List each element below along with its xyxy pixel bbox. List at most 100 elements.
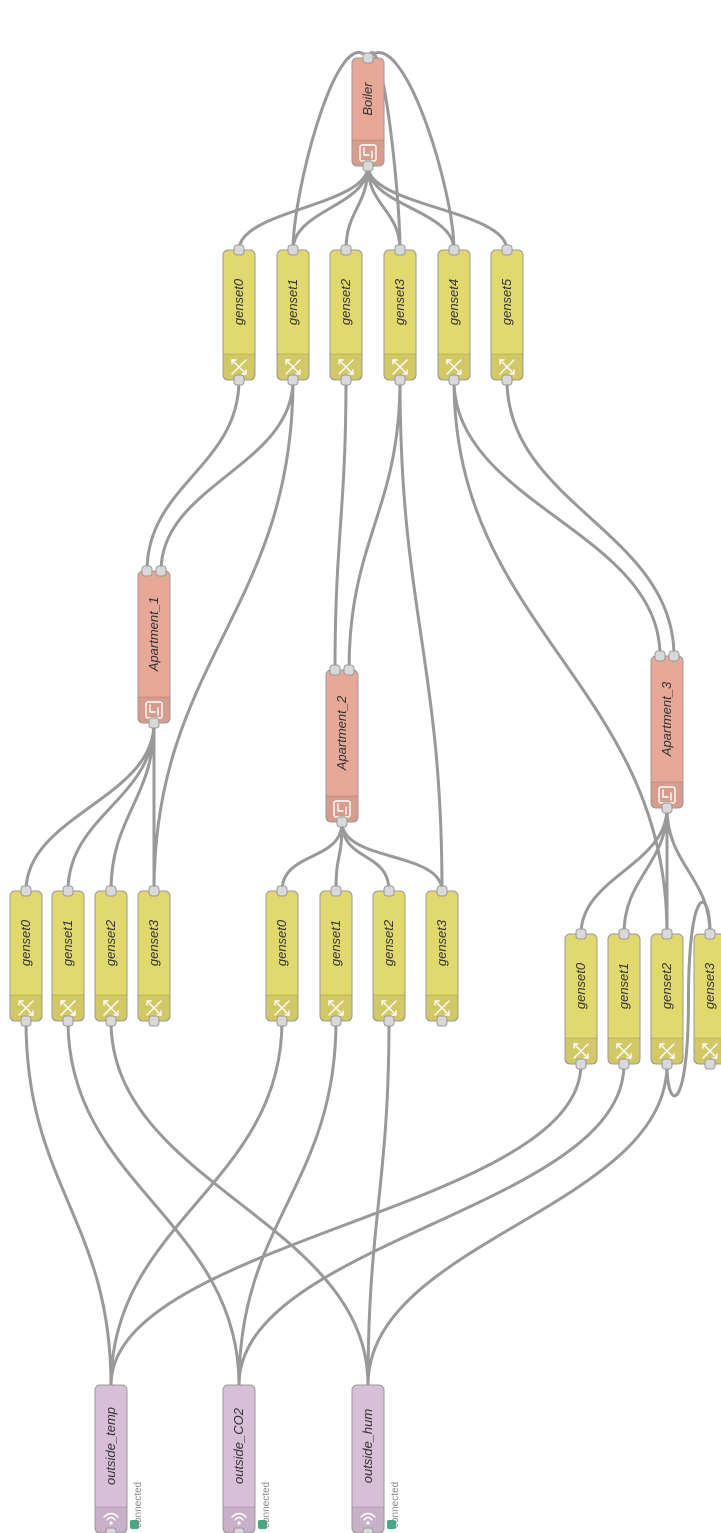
input-port[interactable] — [105, 885, 117, 897]
node-apt1[interactable]: Apartment_1 — [137, 565, 171, 729]
output-port[interactable] — [383, 1015, 395, 1027]
wire-apt1-a1_g1[interactable] — [66, 721, 156, 893]
output-port[interactable] — [448, 374, 460, 386]
wire-boiler-top_g2[interactable] — [344, 164, 370, 252]
input-port[interactable] — [362, 52, 374, 64]
input-port[interactable] — [501, 244, 513, 256]
input-port[interactable] — [329, 664, 341, 676]
output-port[interactable] — [501, 374, 513, 386]
output-port[interactable] — [340, 374, 352, 386]
wire-apt2-a2_g3[interactable] — [340, 820, 444, 893]
wire-a1_g0-out_temp[interactable] — [24, 1019, 113, 1387]
output-port[interactable] — [62, 1015, 74, 1027]
input-port[interactable] — [661, 928, 673, 940]
wire-top_g4-a3_g2[interactable] — [452, 378, 669, 936]
wire-a2_g2-out_hum[interactable] — [366, 1019, 391, 1387]
output-port[interactable] — [436, 1015, 448, 1027]
node-a3_g0[interactable]: genset0 — [564, 928, 598, 1070]
input-port[interactable] — [394, 244, 406, 256]
node-a2_g1[interactable]: genset1 — [319, 885, 353, 1027]
node-a2_g3[interactable]: genset3 — [425, 885, 459, 1027]
node-a3_g1[interactable]: genset1 — [607, 928, 641, 1070]
output-port[interactable] — [661, 802, 673, 814]
wire-a1_g2-out_hum[interactable] — [109, 1019, 370, 1387]
wire-apt2-a2_g2[interactable] — [340, 820, 391, 893]
node-boiler[interactable]: Boiler — [351, 52, 385, 172]
wire-boiler-top_g5[interactable] — [366, 164, 509, 252]
input-port[interactable] — [343, 664, 355, 676]
input-port[interactable] — [141, 565, 153, 577]
node-a1_g2[interactable]: genset2 — [94, 885, 128, 1027]
node-a1_g1[interactable]: genset1 — [51, 885, 85, 1027]
input-port[interactable] — [20, 885, 32, 897]
node-top_g5[interactable]: genset5 — [490, 244, 524, 386]
output-port[interactable] — [148, 717, 160, 729]
node-apt2[interactable]: Apartment_2 — [325, 664, 359, 828]
output-port[interactable] — [704, 1058, 716, 1070]
wire-a3_g1-out_co2[interactable] — [237, 1062, 626, 1387]
output-port[interactable] — [330, 1015, 342, 1027]
input-port[interactable] — [330, 885, 342, 897]
wire-a1_g1-out_co2[interactable] — [66, 1019, 241, 1387]
node-a2_g2[interactable]: genset2 — [372, 885, 406, 1027]
output-port[interactable] — [362, 160, 374, 172]
node-a3_g2[interactable]: genset2 — [650, 928, 684, 1070]
node-top_g2[interactable]: genset2 — [329, 244, 363, 386]
output-port[interactable] — [105, 1015, 117, 1027]
wire-top_g1-apt1[interactable] — [159, 378, 295, 573]
input-node-body[interactable] — [351, 1384, 385, 1533]
wire-top_g4-apt3[interactable] — [452, 378, 662, 658]
wire-boiler-top_g1[interactable] — [291, 164, 370, 252]
wire-apt1-a1_g0[interactable] — [24, 721, 156, 893]
wire-a3_g2-out_hum[interactable] — [366, 1062, 669, 1387]
input-port[interactable] — [276, 885, 288, 897]
wire-top_g5-apt3[interactable] — [505, 378, 676, 658]
wire-top_g4-boiler[interactable] — [366, 51, 456, 252]
wire-apt3-a3_g1[interactable] — [622, 806, 669, 936]
wire-top_g3-apt2[interactable] — [347, 378, 402, 672]
output-port[interactable] — [233, 374, 245, 386]
input-port[interactable] — [62, 885, 74, 897]
wire-top_g1-a1_g3[interactable] — [152, 378, 295, 893]
wire-apt3-a3_g0[interactable] — [579, 806, 669, 936]
wire-boiler-top_g0[interactable] — [237, 164, 370, 252]
input-node-body[interactable] — [94, 1384, 128, 1533]
output-port[interactable] — [287, 374, 299, 386]
output-port[interactable] — [148, 1015, 160, 1027]
input-port[interactable] — [448, 244, 460, 256]
wire-apt3-a3_g3[interactable] — [665, 806, 712, 936]
wire-apt1-a1_g2[interactable] — [109, 721, 156, 893]
wire-apt2-a2_g0[interactable] — [280, 820, 344, 893]
input-port[interactable] — [287, 244, 299, 256]
node-a2_g0[interactable]: genset0 — [265, 885, 299, 1027]
output-port[interactable] — [105, 1527, 117, 1533]
node-top_g3[interactable]: genset3 — [383, 244, 417, 386]
input-port[interactable] — [233, 244, 245, 256]
input-node-body[interactable] — [222, 1384, 256, 1533]
wire-top_g0-apt1[interactable] — [145, 378, 241, 573]
input-port[interactable] — [383, 885, 395, 897]
node-a1_g3[interactable]: genset3 — [137, 885, 171, 1027]
input-port[interactable] — [668, 650, 680, 662]
output-port[interactable] — [575, 1058, 587, 1070]
output-port[interactable] — [336, 816, 348, 828]
wire-a3_g0-out_temp[interactable] — [109, 1062, 583, 1387]
output-port[interactable] — [362, 1527, 374, 1533]
input-port[interactable] — [654, 650, 666, 662]
output-port[interactable] — [394, 374, 406, 386]
input-port[interactable] — [436, 885, 448, 897]
node-a3_g3[interactable]: genset3 — [693, 928, 721, 1070]
input-port[interactable] — [575, 928, 587, 940]
input-port[interactable] — [618, 928, 630, 940]
output-port[interactable] — [661, 1058, 673, 1070]
wire-a2_g0-out_temp[interactable] — [109, 1019, 284, 1387]
input-port[interactable] — [704, 928, 716, 940]
wire-top_g1-boiler[interactable] — [291, 51, 370, 252]
node-top_g1[interactable]: genset1 — [276, 244, 310, 386]
wire-a2_g1-out_co2[interactable] — [237, 1019, 338, 1387]
output-port[interactable] — [276, 1015, 288, 1027]
output-port[interactable] — [20, 1015, 32, 1027]
